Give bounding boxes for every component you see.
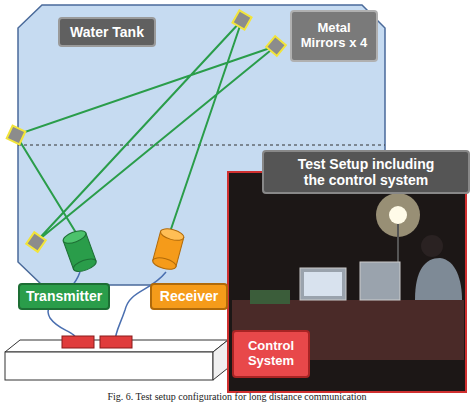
transmitter-box: Transmitter <box>18 283 110 310</box>
transmitter-cylinder <box>62 228 98 274</box>
person-body <box>415 258 462 300</box>
node-label: Transmitter <box>26 288 102 304</box>
box-side <box>213 340 228 380</box>
label-box: Metal Mirrors x 4 <box>290 10 378 62</box>
lamp <box>389 206 407 224</box>
cylinder-top <box>62 228 88 246</box>
control-unit <box>5 336 228 380</box>
node-label: Control System <box>238 339 304 369</box>
cylinder-bottom <box>72 256 98 274</box>
receiver-cylinder <box>151 227 185 272</box>
cylinder-top <box>159 227 185 243</box>
test-setup-photo <box>228 172 466 392</box>
mirror <box>26 232 45 251</box>
box-front <box>5 352 213 380</box>
laptop <box>300 268 346 300</box>
control-module <box>62 336 94 348</box>
mirror <box>232 10 251 29</box>
label-box: Water Tank <box>58 17 156 47</box>
photo-header-box: Test Setup including the control system <box>262 150 470 194</box>
node-label: Water Tank <box>70 24 144 40</box>
mirror <box>266 36 286 56</box>
laptop-screen <box>304 272 342 296</box>
node-label: Test Setup including the control system <box>286 156 446 188</box>
person-head <box>421 235 443 257</box>
control-system-box: Control System <box>232 330 310 378</box>
mirror <box>7 126 26 145</box>
photo-frame <box>228 172 466 392</box>
figure-caption: Fig. 6. Test setup configuration for lon… <box>0 391 474 402</box>
node-label: Receiver <box>160 288 218 304</box>
receiver-box: Receiver <box>150 283 228 310</box>
water-surface-line <box>18 145 385 146</box>
cylinder-bottom <box>151 256 177 272</box>
laptop <box>360 262 400 300</box>
circuit-board <box>250 290 290 304</box>
node-label: Metal Mirrors x 4 <box>296 21 372 51</box>
control-module <box>100 336 132 348</box>
